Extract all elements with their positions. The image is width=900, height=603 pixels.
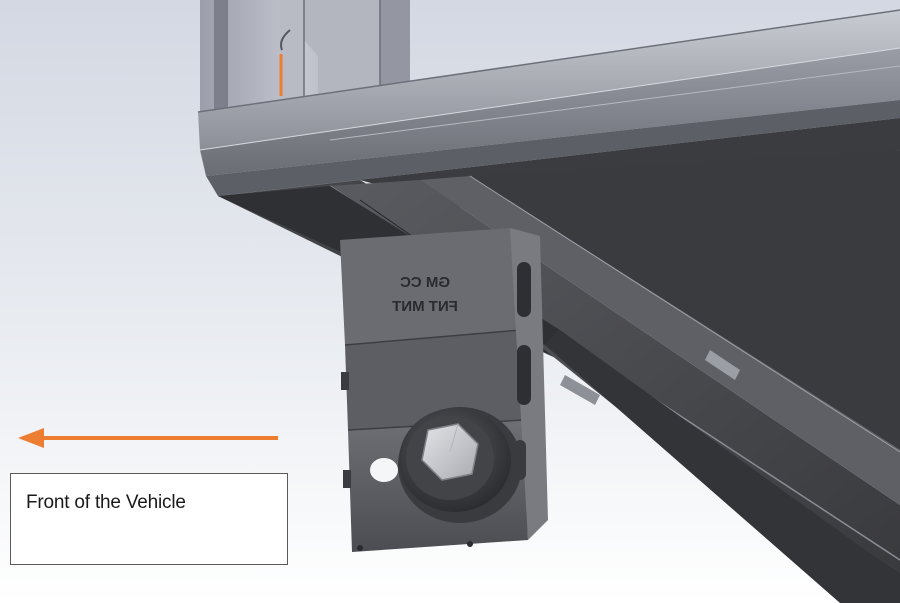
front-of-vehicle-label: Front of the Vehicle: [26, 492, 186, 513]
front-of-vehicle-label-box: Front of the Vehicle: [10, 473, 288, 565]
front-direction-arrow: [18, 428, 278, 448]
bracket-stamp-line1: GM CC: [400, 274, 450, 291]
upper-rail: [197, 9, 900, 196]
bolt-assembly: [398, 407, 522, 523]
vertical-post: [200, 0, 410, 112]
bracket-stamp-line2: FNT MNT: [392, 298, 458, 315]
